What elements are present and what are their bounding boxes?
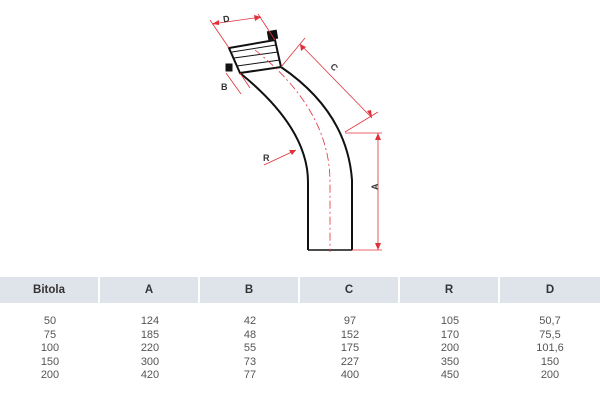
- table-cell: 350: [440, 355, 460, 368]
- header-a: A: [100, 277, 200, 303]
- dim-label-d: D: [222, 13, 230, 24]
- arrow-d-right: [254, 15, 261, 21]
- table-cell: 75,5: [539, 328, 561, 341]
- header-c: C: [300, 277, 400, 303]
- header-bitola: Bitola: [0, 277, 100, 303]
- socket-lip-right: [266, 29, 279, 41]
- dim-c-ext-1: [280, 37, 306, 68]
- dimension-arrows: [212, 15, 381, 250]
- dim-label-c: C: [328, 61, 340, 73]
- header-r: R: [400, 277, 500, 303]
- dim-b-ext: [239, 72, 251, 89]
- table-cell: 150: [540, 355, 560, 368]
- table-cell: 152: [340, 328, 360, 341]
- table-cell: 101,6: [536, 342, 564, 355]
- dim-label-a: A: [370, 183, 380, 190]
- table-row: 100 220 55 175 200 101,6: [0, 342, 600, 356]
- table-cell: 50,7: [539, 315, 561, 327]
- table-cell: 77: [243, 369, 257, 382]
- table-row: 50 124 42 97 105 50,7: [0, 303, 600, 329]
- pipe-curve-diagram: D B C R A: [209, 13, 382, 252]
- socket-ring-3: [231, 44, 277, 53]
- table-cell: 450: [440, 369, 460, 382]
- dim-d-line: [211, 16, 262, 25]
- header-b: B: [200, 277, 300, 303]
- dim-d-ext-2: [257, 13, 276, 41]
- table-cell: 300: [140, 355, 160, 368]
- table-cell: 100: [40, 342, 60, 355]
- table-cell: 170: [440, 328, 460, 341]
- arrow-a-top: [375, 133, 381, 140]
- dim-c-line: [299, 43, 373, 119]
- socket-ring-2: [233, 51, 279, 59]
- dim-label-b: B: [221, 82, 228, 92]
- table-cell: 48: [243, 328, 257, 341]
- arrow-c-bottom: [367, 110, 372, 118]
- table-cell: 124: [140, 315, 160, 327]
- dim-b-line: [225, 72, 242, 95]
- table-row: 200 420 77 400 450 200: [0, 369, 600, 383]
- pipe-inner-wall: [239, 72, 309, 250]
- table-cell: 200: [540, 369, 560, 382]
- table-cell: 97: [343, 315, 357, 327]
- table-header-row: Bitola A B C R D: [0, 277, 600, 303]
- dim-d-ext-1: [209, 19, 230, 49]
- pipe-socket: [225, 29, 283, 75]
- table-cell: 105: [440, 315, 460, 327]
- dimensions-table: Bitola A B C R D 50 124 42 97 105 50,7 7…: [0, 277, 600, 383]
- table-cell: 400: [340, 369, 360, 382]
- dim-label-r: R: [263, 153, 270, 163]
- table-cell: 200: [440, 342, 460, 355]
- table-cell: 175: [340, 342, 360, 355]
- table-cell: 150: [40, 355, 60, 368]
- table-cell: 185: [140, 328, 160, 341]
- table-row: 150 300 73 227 350 150: [0, 356, 600, 370]
- table-cell: 200: [40, 369, 60, 382]
- table-cell: 73: [243, 355, 257, 368]
- dimension-lines: [209, 13, 382, 251]
- table-cell: 42: [243, 315, 257, 327]
- table-cell: 227: [340, 355, 360, 368]
- socket-lip-left: [225, 63, 233, 72]
- arrow-a-bottom: [375, 243, 381, 250]
- socket-ring-1: [236, 59, 281, 67]
- arrow-r: [289, 150, 296, 155]
- table-cell: 55: [243, 342, 257, 355]
- table-cell: 75: [43, 328, 57, 341]
- table-cell: 50: [43, 315, 57, 327]
- pipe-outline: [239, 66, 353, 251]
- arrow-c-top: [300, 44, 306, 51]
- arrow-d-left: [212, 20, 219, 25]
- table-cell: 220: [140, 342, 160, 355]
- pipe-centerline: [254, 49, 331, 252]
- dim-c-ext-2: [344, 111, 379, 133]
- table-row: 75 185 48 152 170 75,5: [0, 329, 600, 343]
- pipe-outer-wall: [280, 66, 353, 250]
- header-d: D: [500, 277, 600, 303]
- table-cell: 420: [140, 369, 160, 382]
